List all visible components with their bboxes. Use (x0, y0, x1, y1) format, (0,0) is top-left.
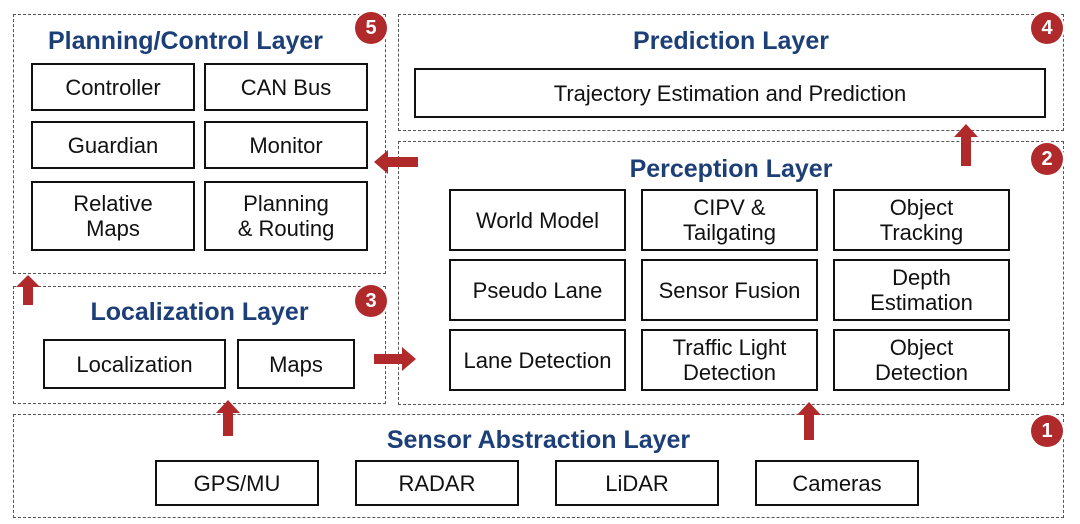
arrow-right-localization-to-perception (374, 347, 416, 371)
localization-layer-badge: 3 (355, 285, 387, 317)
sensor-fusion-module: Sensor Fusion (641, 259, 818, 321)
localization-layer (13, 286, 386, 404)
object-tracking-module: Object Tracking (833, 189, 1010, 251)
can-bus-module: CAN Bus (204, 63, 368, 111)
arrow-left-perception-to-planning (374, 150, 418, 174)
maps-module: Maps (237, 339, 355, 389)
object-detection-module: Object Detection (833, 329, 1010, 391)
relative-maps-module: Relative Maps (31, 181, 195, 251)
sensor-abstraction-layer (13, 414, 1064, 518)
cipv-tailgating-module: CIPV & Tailgating (641, 189, 818, 251)
traffic-light-detection-module: Traffic Light Detection (641, 329, 818, 391)
perception-layer (398, 141, 1064, 405)
perception-layer-title: Perception Layer (629, 155, 833, 183)
localization-module: Localization (43, 339, 226, 389)
prediction-layer-title: Prediction Layer (633, 27, 829, 55)
monitor-module: Monitor (204, 121, 368, 169)
perception-layer-badge: 2 (1031, 143, 1063, 175)
arrow-up-localization-to-planning (16, 275, 40, 305)
arrow-up-perception-to-prediction (954, 124, 978, 166)
depth-estimation-module: Depth Estimation (833, 259, 1010, 321)
prediction-layer-badge: 4 (1031, 12, 1063, 44)
lidar-module: LiDAR (555, 460, 719, 506)
lane-detection-module: Lane Detection (449, 329, 626, 391)
planning-layer-title: Planning/Control Layer (48, 27, 324, 55)
controller-module: Controller (31, 63, 195, 111)
guardian-module: Guardian (31, 121, 195, 169)
pseudo-lane-module: Pseudo Lane (449, 259, 626, 321)
gps-module: GPS/MU (155, 460, 319, 506)
arrow-up-sensor-to-perception (797, 402, 821, 440)
prediction-layer (398, 14, 1064, 131)
localization-layer-title: Localization Layer (90, 298, 309, 326)
arrow-up-sensor-to-localization (216, 400, 240, 436)
planning-routing-module: Planning & Routing (204, 181, 368, 251)
planning-layer-badge: 5 (355, 12, 387, 44)
sensor-layer-title: Sensor Abstraction Layer (386, 426, 691, 454)
radar-module: RADAR (355, 460, 519, 506)
sensor-layer-badge: 1 (1031, 415, 1063, 447)
world-model-module: World Model (449, 189, 626, 251)
cameras-module: Cameras (755, 460, 919, 506)
trajectory-estimation-module: Trajectory Estimation and Prediction (414, 68, 1046, 118)
planning-control-layer (13, 14, 386, 274)
